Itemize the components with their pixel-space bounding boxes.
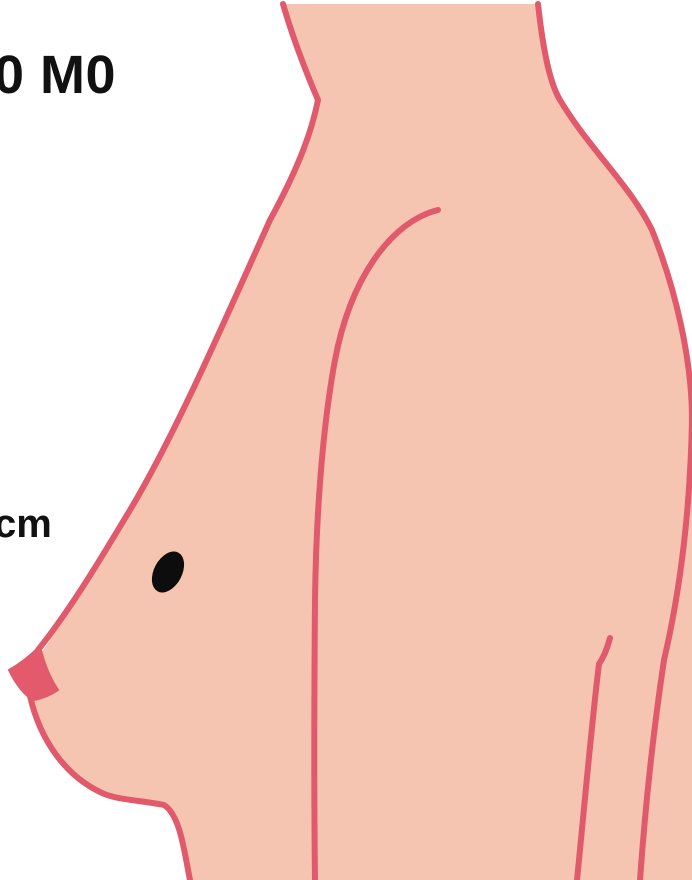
- stage-label: 0 M0: [0, 44, 116, 106]
- size-label: cm: [0, 502, 52, 546]
